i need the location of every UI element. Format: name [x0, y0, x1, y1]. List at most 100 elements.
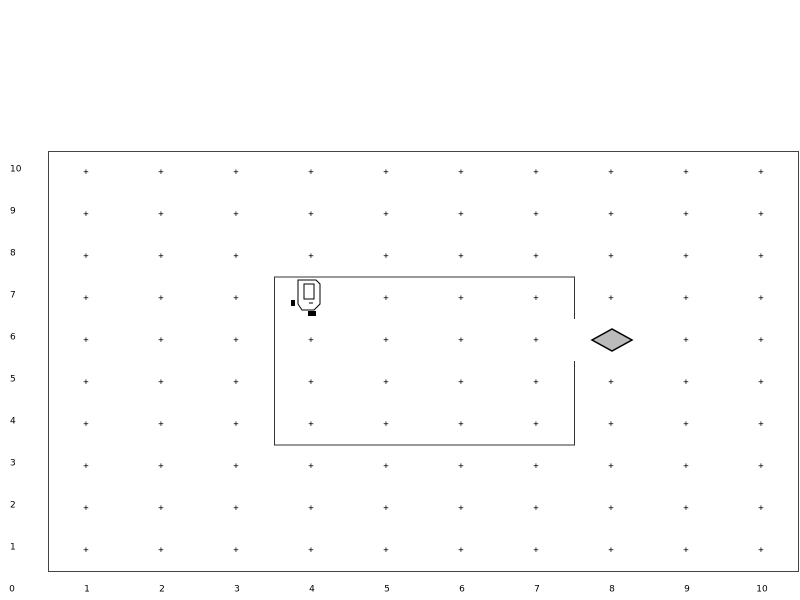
- robot-agent-icon: [291, 279, 321, 316]
- grid-point: +: [758, 462, 764, 472]
- grid-point: +: [383, 252, 389, 262]
- grid-point: +: [608, 378, 614, 388]
- grid-point: +: [308, 168, 314, 178]
- y-tick-label: 2: [10, 501, 16, 511]
- grid-point: +: [608, 210, 614, 220]
- grid-point: +: [458, 252, 464, 262]
- grid-point: +: [683, 168, 689, 178]
- grid-point: +: [158, 546, 164, 556]
- grid-point: +: [383, 462, 389, 472]
- board-border: [48, 151, 799, 572]
- grid-point: +: [458, 168, 464, 178]
- grid-point: +: [158, 504, 164, 514]
- grid-point: +: [158, 420, 164, 430]
- grid-point: +: [533, 420, 539, 430]
- grid-point: +: [308, 546, 314, 556]
- y-tick-label: 10: [10, 165, 22, 175]
- grid-point: +: [158, 294, 164, 304]
- grid-point: +: [83, 294, 89, 304]
- grid-point: +: [533, 462, 539, 472]
- grid-point: +: [458, 504, 464, 514]
- x-tick-label: 5: [384, 585, 390, 595]
- y-tick-label: 3: [10, 459, 16, 469]
- grid-point: +: [458, 546, 464, 556]
- grid-point: +: [308, 252, 314, 262]
- grid-point: +: [83, 546, 89, 556]
- grid-point: +: [233, 462, 239, 472]
- grid-point: +: [308, 504, 314, 514]
- grid-point: +: [608, 462, 614, 472]
- grid-point: +: [383, 168, 389, 178]
- y-tick-label: 6: [10, 333, 16, 343]
- x-tick-label: 8: [609, 585, 615, 595]
- grid-point: +: [383, 504, 389, 514]
- grid-point: +: [608, 168, 614, 178]
- grid-point: +: [458, 294, 464, 304]
- grid-point: +: [758, 378, 764, 388]
- grid-point: +: [308, 378, 314, 388]
- grid-point: +: [533, 210, 539, 220]
- grid-point: +: [83, 210, 89, 220]
- grid-point: +: [533, 504, 539, 514]
- grid-point: +: [758, 336, 764, 346]
- grid-point: +: [233, 504, 239, 514]
- diamond-goal-icon: [590, 328, 634, 352]
- grid-point: +: [158, 210, 164, 220]
- grid-point: +: [683, 420, 689, 430]
- grid-point: +: [683, 462, 689, 472]
- grid-point: +: [758, 546, 764, 556]
- grid-point: +: [308, 336, 314, 346]
- grid-point: +: [608, 252, 614, 262]
- grid-point: +: [608, 420, 614, 430]
- grid-point: +: [458, 210, 464, 220]
- grid-point: +: [308, 420, 314, 430]
- grid-point: +: [683, 546, 689, 556]
- grid-point: +: [683, 210, 689, 220]
- grid-point: +: [233, 336, 239, 346]
- grid-point: +: [608, 294, 614, 304]
- y-tick-label: 9: [10, 207, 16, 217]
- grid-point: +: [383, 420, 389, 430]
- grid-point: +: [458, 336, 464, 346]
- y-tick-label: 1: [10, 543, 16, 553]
- grid-point: +: [533, 168, 539, 178]
- grid-point: +: [683, 252, 689, 262]
- grid-point: +: [758, 504, 764, 514]
- grid-point: +: [233, 168, 239, 178]
- grid-point: +: [83, 504, 89, 514]
- grid-point: +: [158, 168, 164, 178]
- grid-point: +: [758, 420, 764, 430]
- grid-point: +: [458, 378, 464, 388]
- grid-point: +: [533, 252, 539, 262]
- grid-point: +: [83, 168, 89, 178]
- x-tick-label: 10: [756, 585, 768, 595]
- grid-point: +: [83, 420, 89, 430]
- grid-point: +: [83, 252, 89, 262]
- grid-point: +: [383, 546, 389, 556]
- grid-point: +: [158, 336, 164, 346]
- x-tick-label: 1: [84, 585, 90, 595]
- agent-left-foot: [291, 300, 295, 306]
- grid-point: +: [383, 378, 389, 388]
- room-walls: [274, 276, 575, 446]
- y-tick-label: 5: [10, 375, 16, 385]
- agent-screen: [303, 283, 315, 300]
- grid-point: +: [758, 252, 764, 262]
- grid-point: +: [758, 168, 764, 178]
- grid-point: +: [683, 336, 689, 346]
- grid-point: +: [383, 294, 389, 304]
- grid-point: +: [233, 252, 239, 262]
- grid-point: +: [83, 462, 89, 472]
- grid-point: +: [83, 378, 89, 388]
- grid-point: +: [683, 378, 689, 388]
- agent-right-foot: [308, 311, 316, 316]
- x-tick-label: 7: [534, 585, 540, 595]
- x-tick-label: 6: [459, 585, 465, 595]
- y-tick-label: 7: [10, 291, 16, 301]
- grid-point: +: [608, 504, 614, 514]
- grid-point: +: [233, 378, 239, 388]
- grid-point: +: [533, 294, 539, 304]
